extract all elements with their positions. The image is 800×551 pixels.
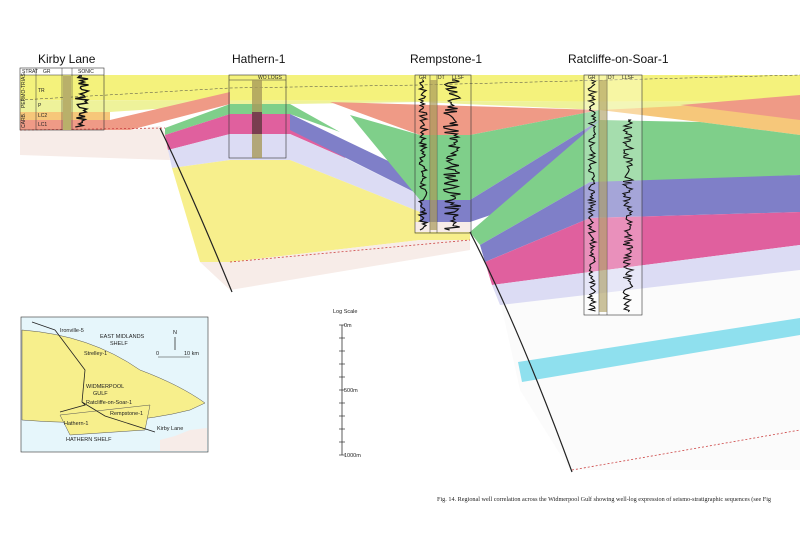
map-label-strelley: Strelley-1 [84, 351, 107, 357]
layer-lavender-hathern [168, 134, 470, 232]
col-strat: STRAT [22, 69, 38, 75]
col-llsf: LLSF [452, 75, 464, 81]
layer-lower-white [500, 270, 800, 470]
scale-label-1000m: 1000m [344, 453, 361, 459]
well-title-kirby-lane: Kirby Lane [38, 52, 96, 66]
col-gr: GR [588, 75, 596, 81]
basement-left [20, 126, 170, 160]
map-label-kirby: Kirby Lane [157, 426, 183, 432]
map-label-rempstone: Rempstone-1 [110, 411, 143, 417]
well-title-rempstone: Rempstone-1 [410, 52, 483, 66]
basement-graben [200, 240, 470, 290]
map-label-hathern: Hathern-1 [64, 421, 88, 427]
map-label-east-midlands: EAST MIDLANDS [100, 334, 145, 340]
fault-hathern [159, 127, 233, 293]
unit-p: P [38, 103, 42, 109]
unit-lc1: LC1 [38, 122, 47, 128]
strat-carb: CARB. [21, 113, 27, 128]
layer-green-rempstone [350, 110, 600, 200]
map-label-ironville: Ironville-5 [60, 328, 84, 334]
col-gr: GR [419, 75, 427, 81]
map-scale-min: 0 [156, 351, 159, 357]
map-label-ratcliffe: Ratcliffe-on-Soar-1 [86, 400, 132, 406]
well-log-ratcliffe: GR DT LLSF [583, 74, 643, 316]
map-label-shelf: SHELF [110, 341, 128, 347]
unit-tr: TR [38, 88, 45, 94]
layer-salmon-right [680, 95, 800, 120]
layer-salmon-rempstone [330, 102, 600, 135]
well-log-hathern: WO LOGS [228, 74, 287, 159]
fault-rempstone [469, 231, 573, 473]
layer-purple-right [480, 175, 800, 262]
well-title-hathern: Hathern-1 [232, 52, 286, 66]
layer-lc1 [20, 92, 230, 130]
col-wo-logs: WO LOGS [258, 75, 283, 81]
map-scale-max: 10 km [184, 351, 199, 357]
well-log-kirby-lane: STRAT GR SONIC PERMO-TRIAS CARB. TR P LC… [19, 67, 105, 131]
layer-cyan [518, 318, 800, 382]
map-label-hathern-shelf: HATHERN SHELF [66, 437, 112, 443]
layer-green-hathern [165, 104, 340, 135]
layer-green-right [470, 120, 800, 245]
basement-edge-right [571, 429, 800, 471]
map-label-widmerpool: WIDMERPOOL [86, 384, 124, 390]
map-label-gulf: GULF [93, 391, 108, 397]
layer-yellow-graben [172, 160, 470, 262]
north-arrow-label: N [173, 330, 177, 336]
scale-label-500m: 500m [344, 388, 358, 394]
layer-lavender-right [492, 245, 800, 305]
col-gr: GR [43, 69, 51, 75]
strat-permo-trias: PERMO-TRIAS [21, 73, 27, 108]
layer-triassic [20, 75, 800, 102]
col-sonic: SONIC [78, 69, 94, 75]
layer-magenta-right [485, 212, 800, 285]
col-llsf: LLSF [622, 75, 634, 81]
col-dt: DT [608, 75, 615, 81]
location-map: Ironville-5 EAST MIDLANDS SHELF Strelley… [20, 316, 209, 453]
well-title-ratcliffe: Ratcliffe-on-Soar-1 [568, 52, 669, 66]
well-log-rempstone: GR DT LLSF [414, 74, 472, 234]
log-scale-bar: Log Scale 0m 500m 1000m [333, 309, 361, 459]
basement-rempstone [415, 222, 470, 232]
unit-lc2: LC2 [38, 113, 47, 119]
col-dt: DT [438, 75, 445, 81]
scale-title: Log Scale [333, 309, 357, 315]
figure-caption: Fig. 14. Regional well correlation acros… [437, 496, 772, 503]
scale-label-0m: 0m [344, 323, 352, 329]
